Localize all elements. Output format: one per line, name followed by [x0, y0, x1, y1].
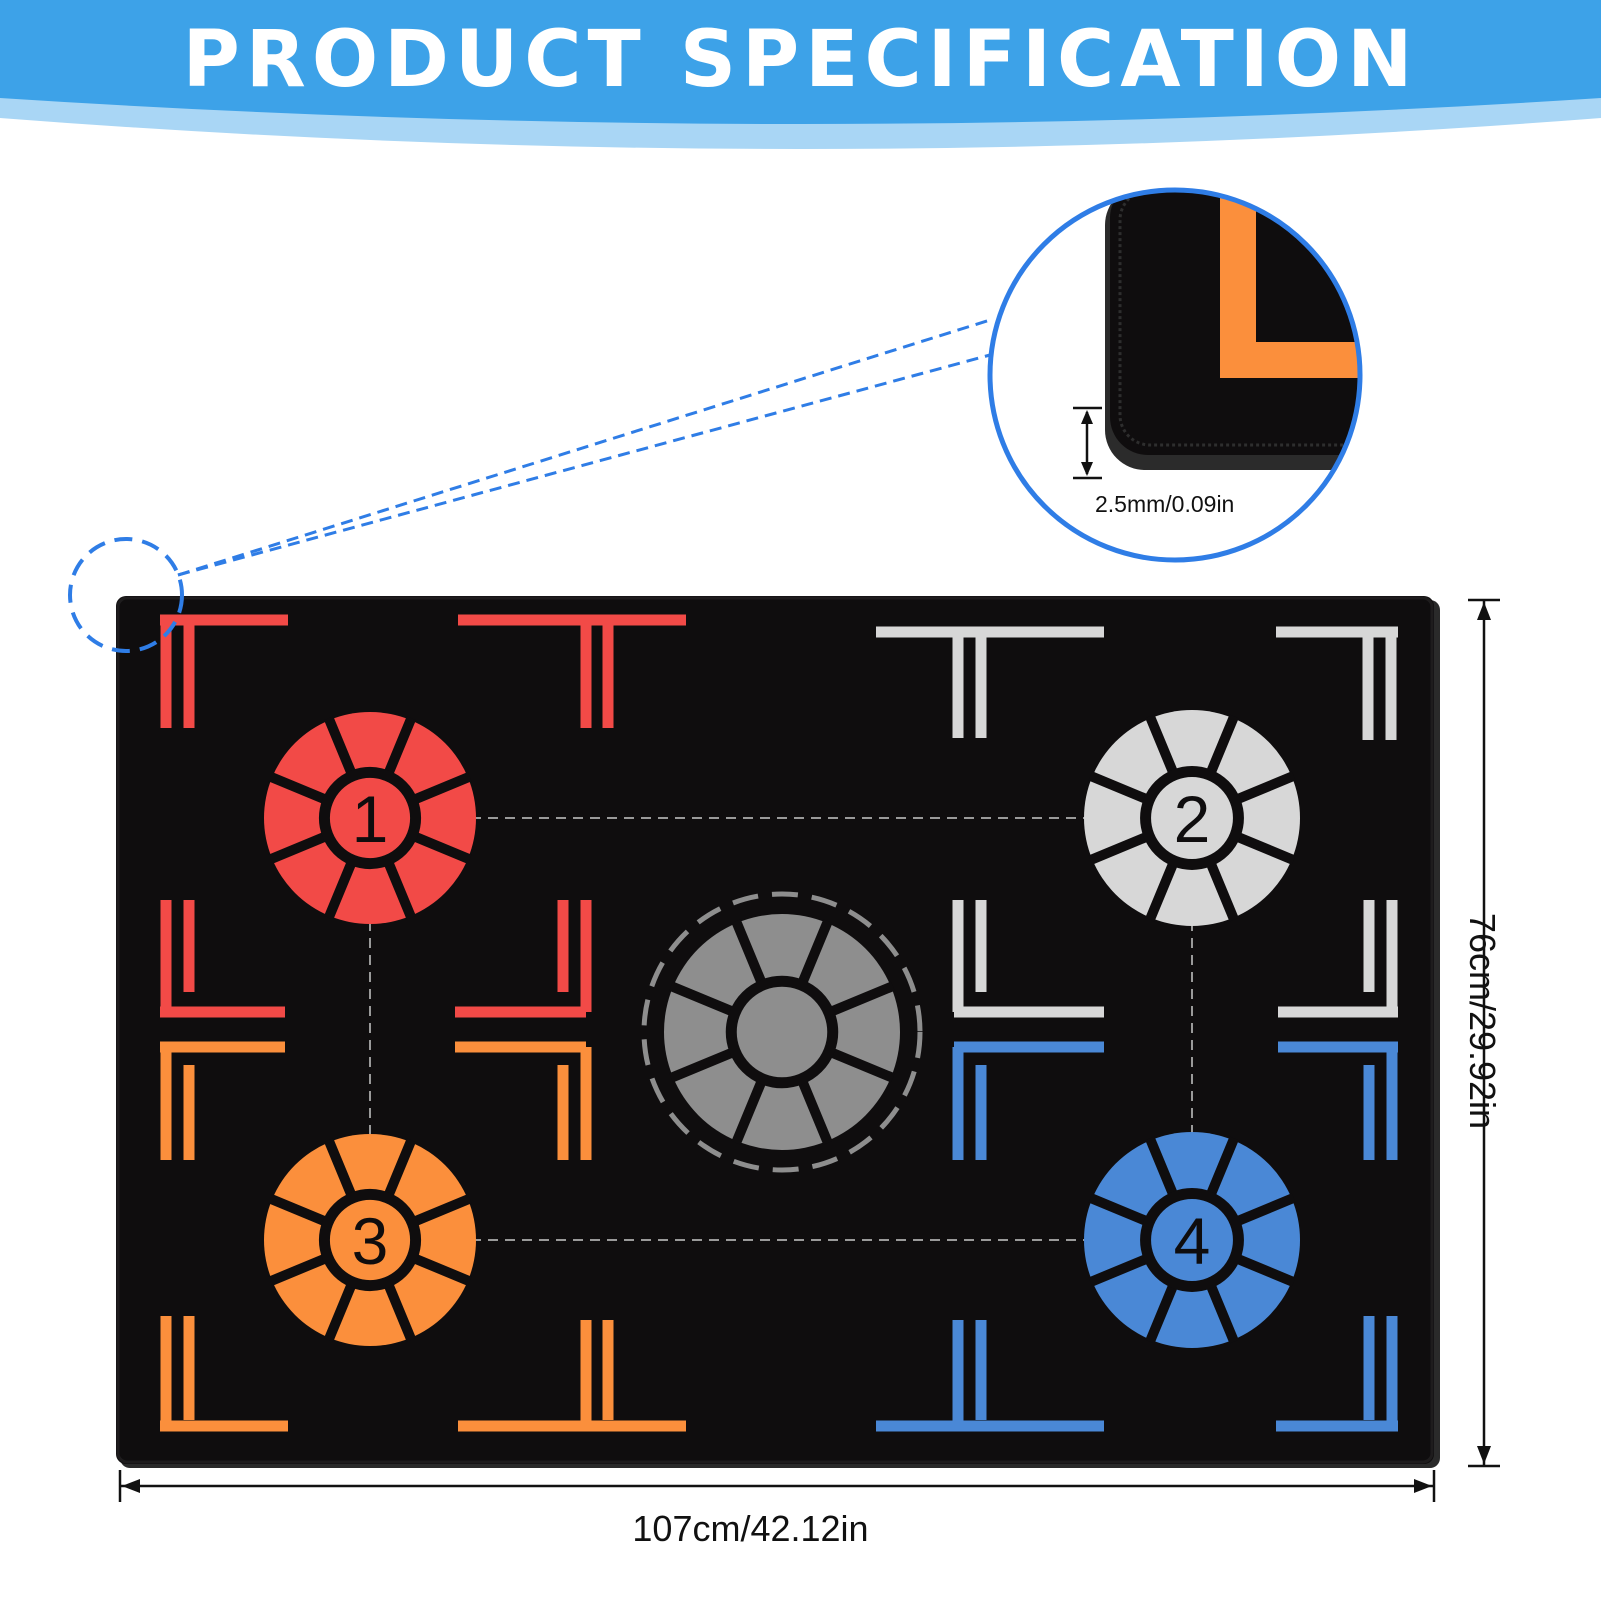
page-title: PRODUCT SPECIFICATION	[182, 15, 1419, 105]
callout-line-upper	[177, 318, 991, 577]
bracket-white-top-mid	[876, 626, 1104, 738]
banner-shape	[0, 0, 1601, 149]
bracket-red-top-mid	[458, 614, 686, 728]
height-dimension-arrow	[1468, 598, 1500, 1468]
step-pad-1: 1	[264, 712, 476, 924]
pad-number: 3	[352, 1204, 389, 1278]
header-banner: PRODUCT SPECIFICATION	[0, 0, 1601, 160]
pad-number: 4	[1174, 1204, 1211, 1278]
thickness-arrow	[1073, 406, 1102, 480]
width-label: 107cm/42.12in	[632, 1508, 869, 1549]
step-pad-4: 4	[1084, 1132, 1300, 1348]
step-pad-2: 2	[1084, 710, 1300, 926]
bracket-marks	[160, 614, 1398, 1432]
bracket-blue-mid-left	[952, 1041, 1104, 1160]
bracket-red-mid-left	[160, 900, 285, 1018]
bracket-white-mid-left	[952, 900, 1104, 1018]
step-pad-3: 3	[264, 1134, 476, 1346]
corner-highlight-circle	[68, 537, 184, 653]
bracket-orange-bottom-left	[160, 1316, 288, 1432]
width-dimension-arrow	[118, 1470, 1436, 1502]
bracket-white-top-right	[1276, 626, 1398, 740]
pad-number: 2	[1174, 782, 1211, 856]
pad-number: 1	[352, 782, 389, 856]
bracket-blue-mid-right	[1278, 1041, 1398, 1160]
bracket-orange-mid-right	[455, 1041, 592, 1160]
bracket-red-top-left	[160, 614, 288, 728]
bracket-orange-bottom-mid	[458, 1320, 686, 1432]
bracket-blue-bottom-mid	[876, 1320, 1104, 1432]
callout-line-lower	[177, 353, 991, 577]
step-pad-center	[641, 891, 923, 1173]
bracket-orange-mid-left	[160, 1041, 285, 1160]
step-pads: 1 2 3 4	[264, 710, 1300, 1348]
height-label: 76cm/29.92in	[1462, 912, 1503, 1130]
bracket-red-mid-right	[455, 900, 592, 1018]
thickness-label: 2.5mm/0.09in	[1095, 491, 1235, 517]
bracket-white-mid-right	[1278, 900, 1398, 1018]
bracket-blue-bottom-right	[1276, 1316, 1398, 1432]
